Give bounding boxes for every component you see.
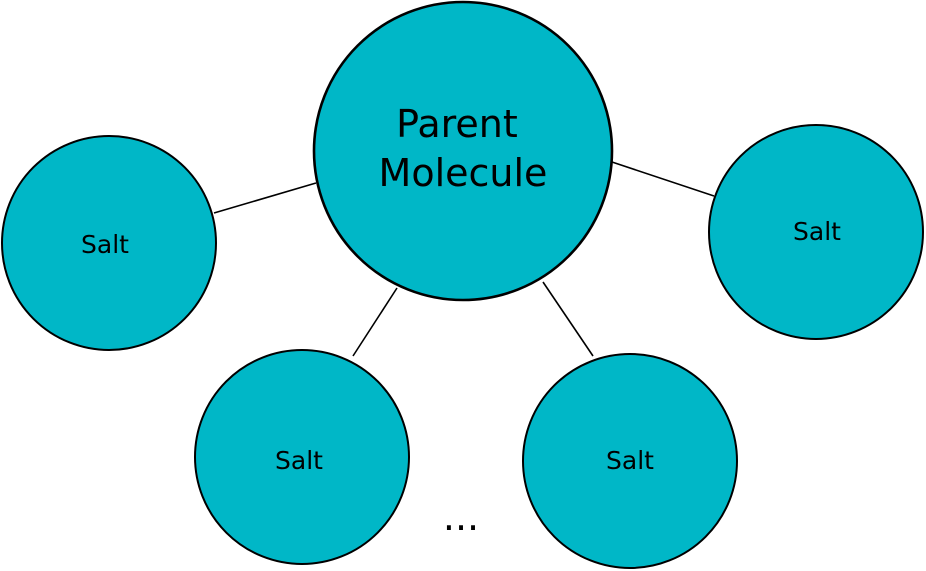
parent-molecule-label: Parent Molecule: [379, 102, 548, 195]
parent-label-line1: Parent: [396, 102, 518, 146]
salt-label-bottom-left: Salt: [275, 446, 323, 475]
salt-node-left: Salt: [1, 135, 217, 351]
salt-node-bottom-right: Salt: [522, 353, 738, 569]
salt-node-right: Salt: [708, 124, 924, 340]
parent-molecule-circle: [312, 0, 614, 302]
connector-parent-salt-left: [213, 182, 317, 214]
parent-molecule-node: Parent Molecule: [312, 0, 614, 302]
salt-label-left: Salt: [81, 230, 129, 259]
connector-parent-salt-right: [611, 161, 715, 197]
ellipsis-more-salts: ...: [443, 495, 479, 539]
parent-label-line2: Molecule: [379, 151, 548, 195]
salt-circle-right: [708, 124, 924, 340]
salt-circle-left: [1, 135, 217, 351]
salt-circle-bottom-left: [194, 349, 410, 565]
connector-parent-salt-bottom-right: [542, 281, 594, 357]
connector-parent-salt-bottom-left: [352, 287, 398, 357]
salt-label-right: Salt: [793, 217, 841, 246]
salt-circle-bottom-right: [522, 353, 738, 569]
salt-label-bottom-right: Salt: [606, 446, 654, 475]
salt-node-bottom-left: Salt: [194, 349, 410, 565]
